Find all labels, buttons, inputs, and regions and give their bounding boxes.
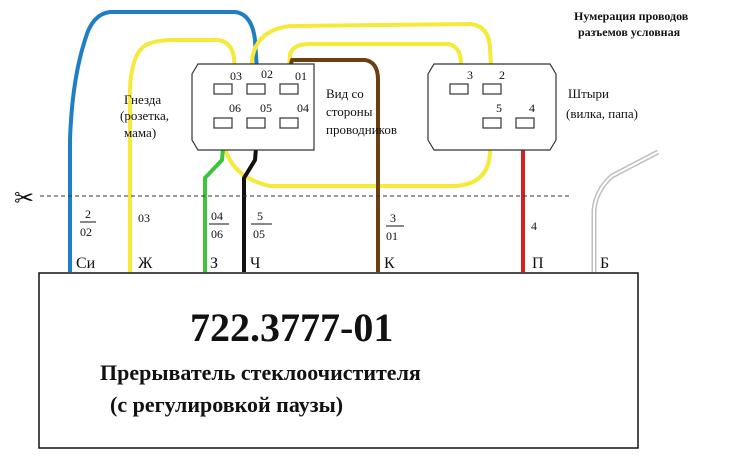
wire-p-num: 4: [531, 219, 537, 233]
terminal-p: П: [532, 255, 544, 272]
pin-4: [515, 117, 535, 129]
sockets-label-line1: Гнезда: [124, 92, 161, 107]
socket-03: [213, 83, 233, 95]
view-label-line2: стороны: [326, 104, 373, 119]
pin-label-04: 04: [297, 101, 309, 115]
wire-yellow-zh: [127, 38, 238, 272]
pin-label-01: 01: [295, 69, 307, 83]
pin-label-3: 3: [467, 68, 473, 82]
terminal-k: К: [384, 255, 395, 272]
note-line2: разъемов условная: [578, 25, 681, 39]
pins-label-line1: Штыри: [568, 86, 609, 101]
pin-3: [449, 83, 469, 95]
wire-yellow-inner: [286, 42, 464, 85]
wire-si-den: 02: [80, 225, 92, 239]
pins-label-line2: (вилка, папа): [566, 106, 638, 121]
wire-z-den: 06: [211, 227, 223, 241]
wire-si-num: 2: [85, 207, 91, 221]
wire-zh-num: 03: [138, 211, 150, 225]
pin-label-06: 06: [229, 101, 241, 115]
wire-number-si: 2 02: [80, 207, 96, 239]
pin-label-05: 05: [260, 101, 272, 115]
pin-2: [482, 83, 502, 95]
wire-number-z: 04 06: [209, 209, 229, 241]
pin-5: [482, 117, 502, 129]
wire-ch-num: 5: [257, 209, 263, 223]
pin-label-03: 03: [230, 69, 242, 83]
wire-yellow-loop: [248, 22, 494, 89]
view-label-line1: Вид со: [326, 86, 364, 101]
part-number: 722.3777-01: [190, 305, 393, 350]
pin-label-2: 2: [499, 68, 505, 82]
terminal-ch: Ч: [250, 255, 260, 272]
sockets-label-line3: мама): [124, 125, 156, 140]
wire-ch-den: 05: [253, 227, 265, 241]
wire-k-num: 3: [390, 211, 396, 225]
terminal-z: З: [210, 255, 218, 272]
terminal-si: Си: [76, 255, 96, 272]
right-connector: [427, 63, 557, 151]
wire-blue: [68, 10, 260, 272]
wire-number-ch: 5 05: [251, 209, 272, 241]
wire-white: [591, 149, 660, 272]
note-line1: Нумерация проводов: [574, 9, 689, 23]
device-name-line2: (с регулировкой паузы): [110, 392, 343, 417]
terminal-zh: Ж: [138, 255, 153, 272]
pin-label-02: 02: [261, 67, 273, 81]
socket-02: [246, 83, 266, 95]
pin-label-4: 4: [529, 101, 535, 115]
terminal-b: Б: [600, 255, 609, 272]
device-name-line1: Прерыватель стеклоочистителя: [100, 360, 421, 385]
wire-z-num: 04: [211, 209, 223, 223]
sockets-label-line2: (розетка,: [120, 108, 169, 123]
wire-brown: [288, 58, 380, 272]
socket-05: [246, 117, 266, 129]
wire-number-k: 3 01: [386, 211, 404, 243]
wire-k-den: 01: [386, 229, 398, 243]
scissors-icon: ✂: [14, 186, 34, 212]
device-box: [38, 272, 639, 449]
socket-06: [213, 117, 233, 129]
pin-label-5: 5: [496, 101, 502, 115]
socket-01: [279, 83, 299, 95]
view-label-line3: проводников: [326, 122, 397, 137]
socket-04: [279, 117, 299, 129]
wire-white-core: [593, 151, 659, 272]
